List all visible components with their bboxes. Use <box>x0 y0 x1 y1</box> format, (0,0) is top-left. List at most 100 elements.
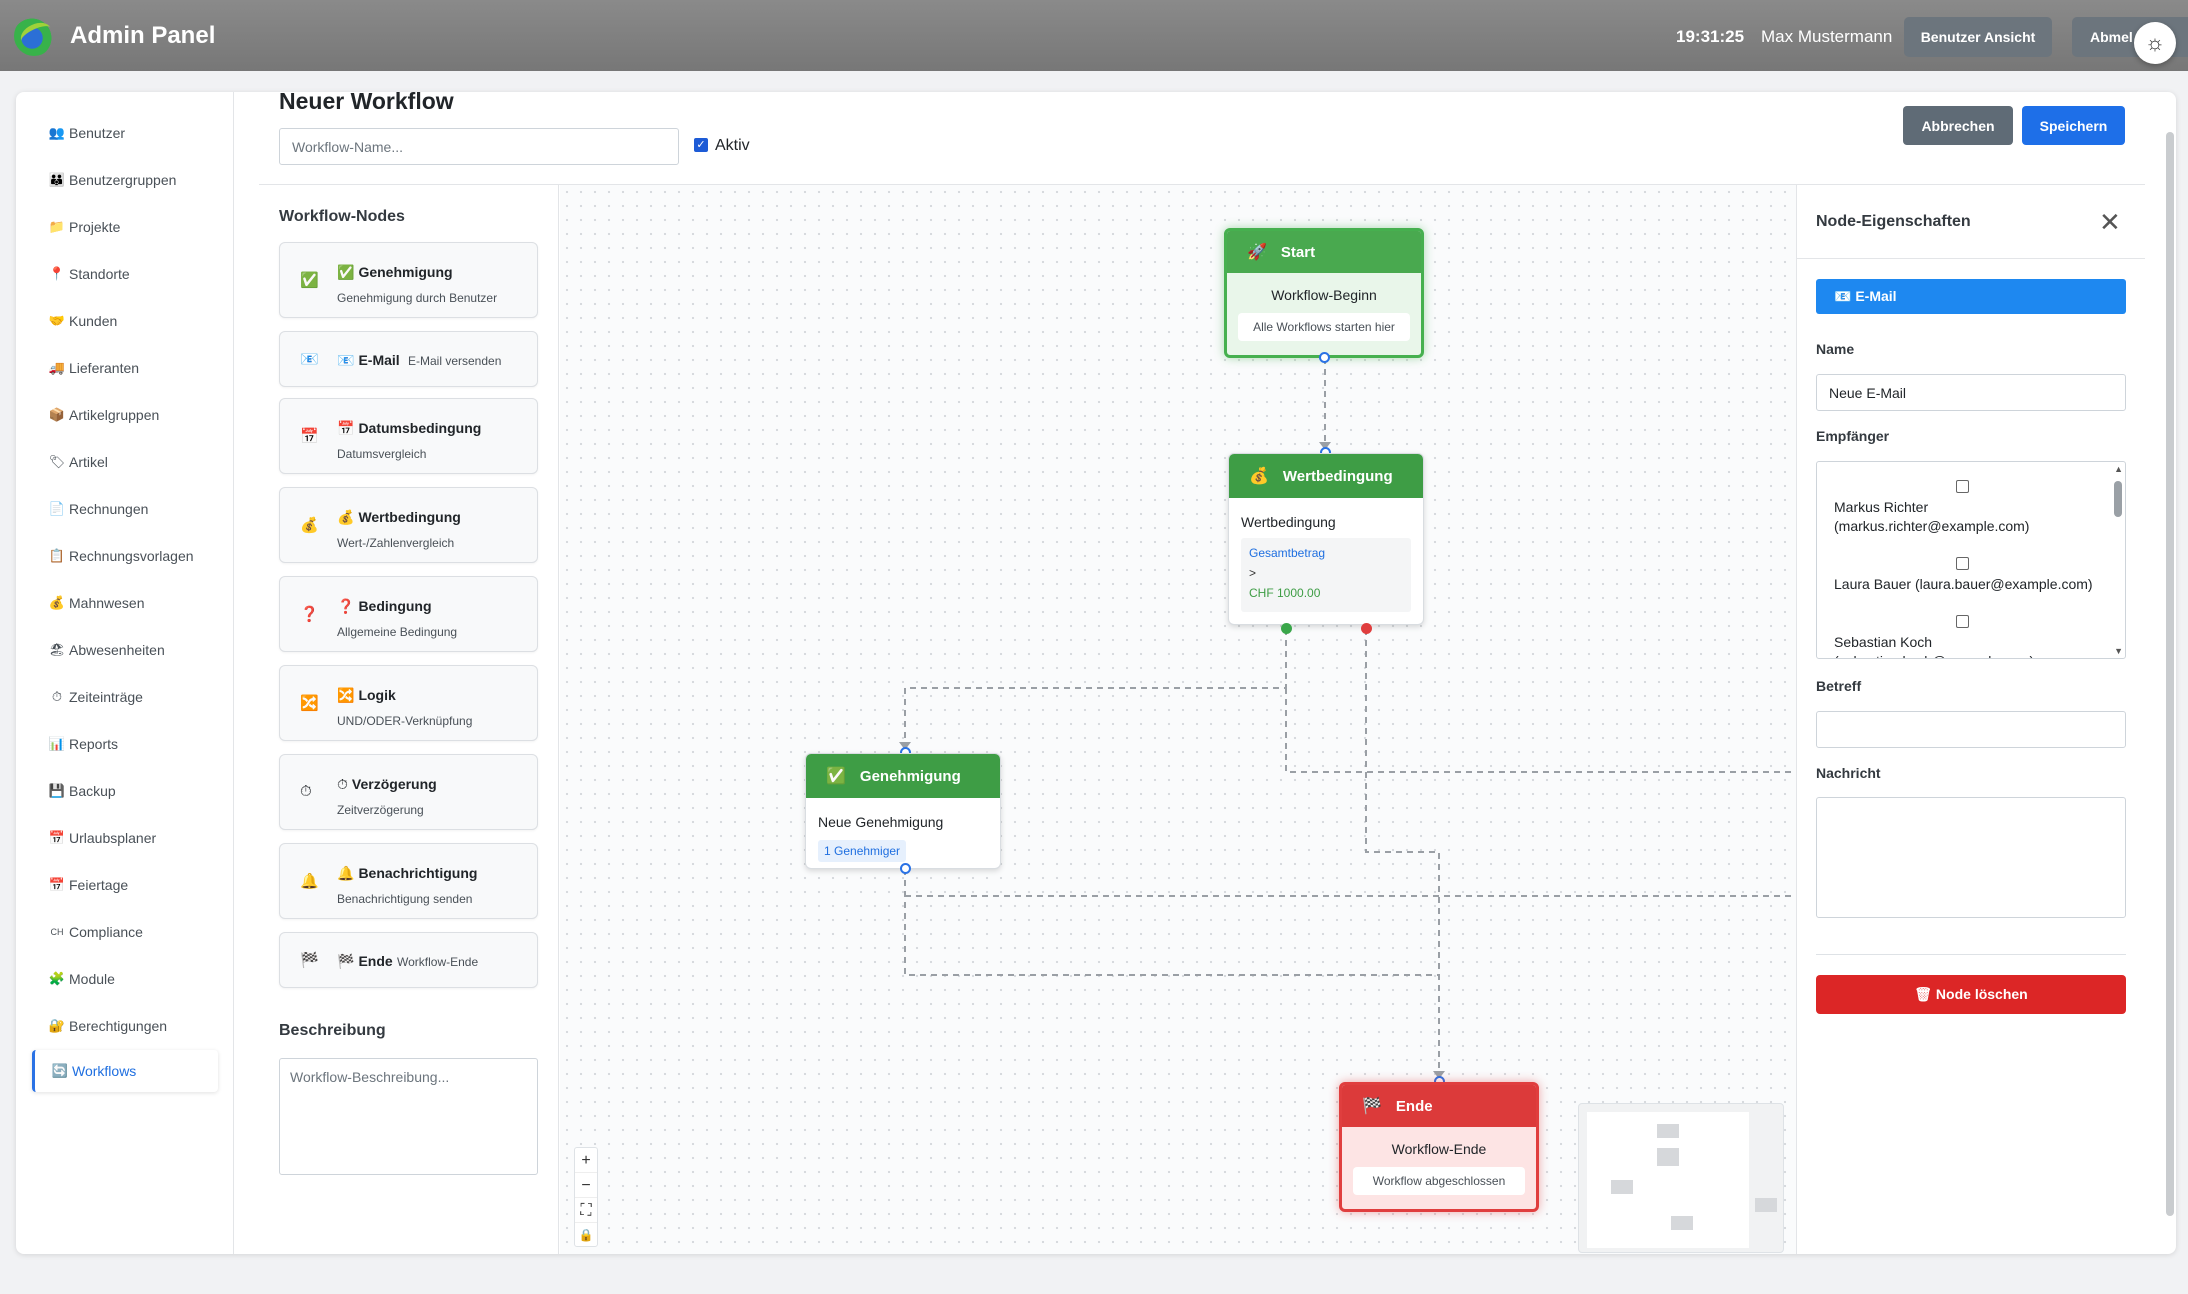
wertbedingung-node[interactable]: 💰Wertbedingung Wertbedingung Gesamtbetra… <box>1228 453 1424 625</box>
recipients-list[interactable]: Markus Richter (markus.richter@example.c… <box>1816 461 2126 659</box>
recipient-checkbox-1[interactable] <box>1956 557 1969 570</box>
scroll-up-icon[interactable]: ▲ <box>2114 464 2123 474</box>
genehmigung-node[interactable]: ✅Genehmigung Neue Genehmigung 1 Genehmig… <box>805 753 1001 869</box>
sidebar-item-icon: 📁 <box>48 219 66 234</box>
palette-node-desc: E-Mail versenden <box>408 354 502 368</box>
page-scrollbar[interactable] <box>2166 132 2174 1216</box>
message-textarea[interactable] <box>1816 797 2126 918</box>
sidebar-item-benutzergruppen[interactable]: 👪Benutzergruppen <box>32 159 218 201</box>
sidebar-item-backup[interactable]: 💾Backup <box>32 770 218 812</box>
sidebar-item-projekte[interactable]: 📁Projekte <box>32 206 218 248</box>
sidebar-item-zeiteinträge[interactable]: ⏱Zeiteinträge <box>32 676 218 718</box>
sidebar-item-abwesenheiten[interactable]: 🏖Abwesenheiten <box>32 629 218 671</box>
palette-node-title-icon: 💰 <box>337 509 355 525</box>
description-textarea[interactable] <box>279 1058 538 1175</box>
node-name-input[interactable] <box>1816 374 2126 411</box>
sidebar-item-artikelgruppen[interactable]: 📦Artikelgruppen <box>32 394 218 436</box>
palette-node-icon: ✅ <box>300 272 319 289</box>
subject-input[interactable] <box>1816 711 2126 748</box>
sidebar-item-artikel[interactable]: 🏷Artikel <box>32 441 218 483</box>
start-output-handle[interactable] <box>1319 352 1330 363</box>
end-node-title: Ende <box>1395 1097 1433 1115</box>
sidebar-item-label: Artikelgruppen <box>69 407 160 423</box>
close-icon[interactable]: ✕ <box>2099 207 2121 237</box>
arrow-gen <box>899 742 911 750</box>
sidebar-item-feiertage[interactable]: 📅Feiertage <box>32 864 218 906</box>
palette-node-icon: ⏱ <box>300 783 312 800</box>
zoom-out-button[interactable]: − <box>575 1173 597 1198</box>
sidebar-item-rechnungen[interactable]: 📄Rechnungen <box>32 488 218 530</box>
sidebar-item-label: Kunden <box>69 313 118 329</box>
sidebar-item-icon: 👪 <box>48 172 66 187</box>
save-button[interactable]: Speichern <box>2022 106 2125 145</box>
sidebar-item-label: Benutzer <box>69 125 126 141</box>
sidebar-item-lieferanten[interactable]: 🚚Lieferanten <box>32 347 218 389</box>
checkmark-icon: ✅ <box>826 768 846 785</box>
palette-node-desc: Datumsvergleich <box>337 447 427 461</box>
delete-node-button[interactable]: 🗑 Node löschen <box>1816 975 2126 1014</box>
sidebar-item-benutzer[interactable]: 👥Benutzer <box>32 112 218 154</box>
wert-false-handle[interactable] <box>1361 623 1372 634</box>
end-node-subtitle: Workflow-Ende <box>1391 1141 1487 1157</box>
sidebar-item-module[interactable]: 🧩Module <box>32 958 218 1000</box>
palette-node-title-icon: 🏁 <box>337 953 355 969</box>
properties-title: Node-Eigenschaften <box>1816 213 1971 230</box>
sidebar-item-label: Feiertage <box>69 877 129 893</box>
start-node-pill: Alle Workflows starten hier <box>1238 313 1410 341</box>
sidebar-item-label: Lieferanten <box>69 360 140 376</box>
start-node[interactable]: 🚀Start Workflow-Beginn Alle Workflows st… <box>1224 228 1424 358</box>
sidebar-item-workflows[interactable]: 🔄Workflows <box>32 1050 218 1092</box>
sidebar-item-icon: 💰 <box>48 595 66 610</box>
edges-layer <box>899 358 1796 1079</box>
zoom-in-button[interactable]: + <box>575 1148 597 1173</box>
wert-true-handle[interactable] <box>1281 623 1292 634</box>
recipients-label: Empfänger <box>1816 428 1890 444</box>
scrollbar-thumb[interactable] <box>2114 481 2122 517</box>
palette-node-desc: Zeitverzögerung <box>337 803 424 817</box>
recipient-checkbox-2[interactable] <box>1956 615 1969 628</box>
page-title: Neuer Workflow <box>279 88 454 114</box>
sidebar-item-kunden[interactable]: 🤝Kunden <box>32 300 218 342</box>
palette-node-icon: 💰 <box>300 517 319 534</box>
scroll-down-icon[interactable]: ▼ <box>2114 646 2123 656</box>
sidebar-item-berechtigungen[interactable]: 🔐Berechtigungen <box>32 1005 218 1047</box>
sidebar-item-urlaubsplaner[interactable]: 📅Urlaubsplaner <box>32 817 218 859</box>
sidebar-item-standorte[interactable]: 📍Standorte <box>32 253 218 295</box>
sidebar-item-reports[interactable]: 📊Reports <box>32 723 218 765</box>
minimap-node <box>1755 1198 1777 1212</box>
lock-icon[interactable]: 🔒 <box>578 1228 594 1242</box>
active-checkbox[interactable]: ✓ <box>694 138 708 152</box>
sidebar-item-label: Artikel <box>69 454 108 470</box>
sidebar-item-label: Backup <box>69 783 116 799</box>
active-label: Aktiv <box>715 137 750 154</box>
sidebar-item-label: Standorte <box>69 266 130 282</box>
edge-gen-end <box>904 869 1439 976</box>
minimap[interactable] <box>1578 1103 1784 1253</box>
user-view-button[interactable]: Benutzer Ansicht <box>1904 17 2052 57</box>
fit-view-button[interactable]: ⛶ <box>575 1198 597 1223</box>
sun-icon[interactable]: ☼ <box>2134 22 2176 64</box>
gen-output-handle[interactable] <box>900 863 911 874</box>
wert-node-title: Wertbedingung <box>1282 467 1393 485</box>
sidebar-item-rechnungsvorlagen[interactable]: 📋Rechnungsvorlagen <box>32 535 218 577</box>
workflow-canvas[interactable]: 🚀Start Workflow-Beginn Alle Workflows st… <box>560 185 1796 1254</box>
palette-node-title: E-Mail <box>358 352 400 368</box>
node-type-badge: 📧 E-Mail <box>1816 279 2126 314</box>
cancel-button[interactable]: Abbrechen <box>1903 106 2013 145</box>
sidebar-item-label: Rechnungen <box>69 501 149 517</box>
sidebar-item-icon: ⏱ <box>51 689 63 704</box>
end-node[interactable]: 🏁Ende Workflow-Ende Workflow abgeschloss… <box>1339 1082 1539 1212</box>
workflow-name-input[interactable] <box>279 128 679 165</box>
recipient-checkbox-0[interactable] <box>1956 480 1969 493</box>
sidebar-item-mahnwesen[interactable]: 💰Mahnwesen <box>32 582 218 624</box>
